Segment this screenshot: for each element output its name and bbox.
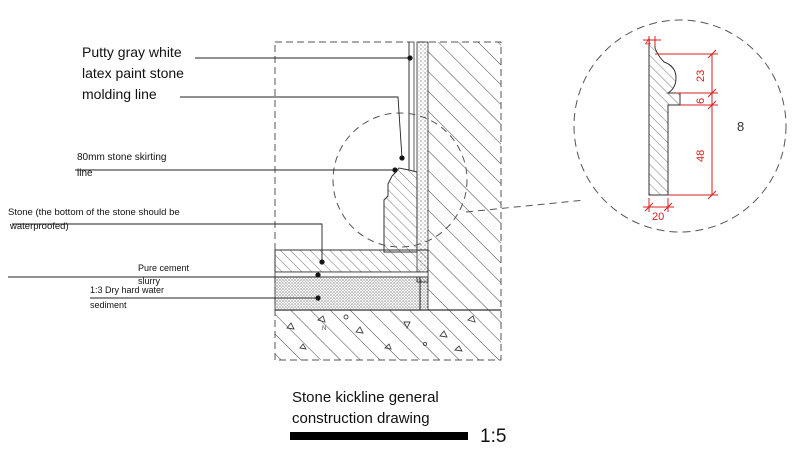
slurry-label-line2: slurry bbox=[138, 276, 160, 286]
wall-plaster-layer bbox=[416, 41, 429, 283]
detail-callout-circle bbox=[332, 112, 468, 248]
dim-bottom-width: 20 bbox=[652, 211, 664, 223]
sediment-label-line1: 1:3 Dry hard water bbox=[90, 285, 164, 295]
stone-floor-layer bbox=[274, 249, 429, 273]
dim-23: 23 bbox=[695, 70, 707, 82]
sediment-layer bbox=[274, 276, 429, 311]
dimension-texts: 4 23 6 48 20 bbox=[645, 37, 707, 223]
putty-label-line2: latex paint stone bbox=[82, 65, 184, 81]
magnified-circle bbox=[573, 19, 787, 233]
sediment-label-line2: sediment bbox=[90, 300, 127, 310]
wall-hatch bbox=[428, 42, 501, 310]
skirting-label-line1: 80mm stone skirting bbox=[77, 152, 166, 163]
caption-title-line2: construction drawing bbox=[292, 410, 430, 427]
aggregate-marks bbox=[286, 314, 476, 352]
putty-label-line1: Putty gray white bbox=[82, 44, 182, 60]
caption-title-line1: Stone kickline general bbox=[292, 389, 439, 406]
dim-6: 6 bbox=[695, 98, 707, 104]
dimension-lines bbox=[643, 36, 718, 212]
slurry-label-line1: Pure cement bbox=[138, 263, 190, 273]
dim-total: 8 bbox=[737, 119, 744, 134]
dim-top-width: 4 bbox=[645, 37, 651, 49]
dim-48: 48 bbox=[695, 150, 707, 162]
svg-text:N: N bbox=[322, 326, 326, 332]
detail-leader-line bbox=[465, 199, 586, 213]
magnified-detail: 4 23 6 48 20 8 bbox=[573, 19, 787, 233]
cement-slurry-layer bbox=[274, 271, 429, 278]
label-leaders bbox=[8, 55, 413, 301]
caption-underline bbox=[290, 432, 468, 440]
putty-label-line3: molding line bbox=[82, 86, 157, 102]
main-section: N bbox=[274, 41, 502, 361]
stone-label-line1: Stone (the bottom of the stone should be bbox=[8, 207, 180, 218]
scale-label: 1:5 bbox=[480, 426, 506, 447]
annotation-labels: Putty gray white latex paint stone moldi… bbox=[8, 44, 190, 310]
floor-slab-hatch bbox=[275, 310, 501, 360]
stone-label-line2: waterproofed) bbox=[9, 221, 69, 232]
skirting-label-line2: line bbox=[77, 168, 93, 179]
drawing-caption: Stone kickline general construction draw… bbox=[290, 389, 506, 447]
skirting-profile bbox=[383, 167, 418, 253]
